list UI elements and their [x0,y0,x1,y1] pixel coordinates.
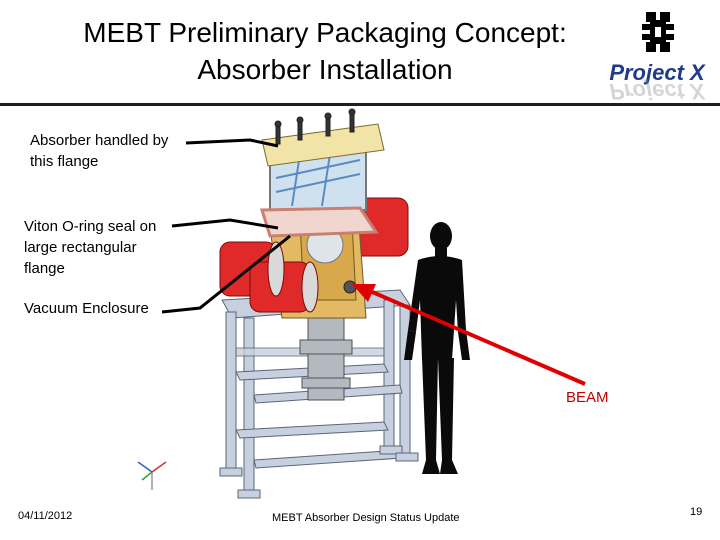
label-viton-seal: Viton O-ring seal on large rectangular f… [24,218,157,277]
project-x-logo: Project X Project X [609,12,706,100]
axis-triad-icon [137,461,167,490]
label-vacuum-enclosure: Vacuum Enclosure [24,300,149,317]
logo-reflection: Project X [609,79,706,100]
rectangular-flange [259,206,379,238]
page-number: 19 [690,506,703,518]
title-divider [0,103,720,106]
beam-port [343,280,357,294]
logo-text: Project X [609,60,706,85]
label-beam: BEAM [566,389,609,406]
title-line-2: Absorber Installation [197,54,453,85]
fermilab-emblem-icon [642,12,674,52]
label-absorber-flange: Absorber handled by this flange [30,132,169,170]
footer-title: MEBT Absorber Design Status Update [272,512,460,524]
title-line-1: MEBT Preliminary Packaging Concept: [83,17,567,48]
slide-title: MEBT Preliminary Packaging Concept: Abso… [40,14,610,88]
beam-arrow [352,284,586,386]
footer-date: 04/11/2012 [18,510,73,522]
leader-lines [161,138,291,314]
top-flange [261,108,385,167]
human-figure [404,222,470,474]
